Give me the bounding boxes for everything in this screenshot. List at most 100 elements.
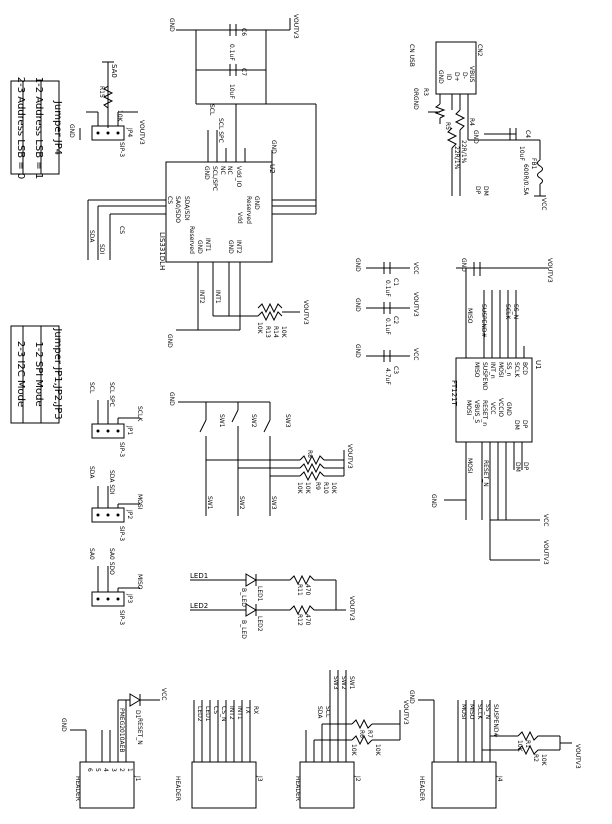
- u1-pin-gnd: GND: [505, 402, 512, 416]
- u1-chip: VOUTV3 GND MISO SUSPEND# SCLK SS_N BCD S…: [430, 258, 553, 565]
- u2-spc-net: SCL SPC: [217, 118, 224, 143]
- r5-val: 22R/1%: [453, 146, 460, 170]
- u2-pin-gnd-b1: GND: [196, 240, 203, 254]
- u1-vcc-bottom: VCC: [542, 514, 549, 526]
- c3-val: 4.7uF: [384, 368, 391, 385]
- u2-pin-sda: SDA/SDI: [183, 196, 190, 221]
- j3-cs: CS: [212, 706, 219, 714]
- r8-val: 10K: [296, 482, 303, 495]
- j2-scl: SCL: [324, 706, 331, 718]
- j1-reset: RESET_N: [136, 718, 143, 745]
- u2-pin-gnd-b2: GND: [227, 240, 234, 254]
- fb1-ref: FB1: [530, 158, 537, 170]
- c7-ref: C7: [240, 68, 247, 76]
- c7-val: 10uF: [228, 84, 235, 99]
- jp1-sclk: SCLK: [136, 406, 143, 422]
- r10-ref: R10: [322, 482, 329, 494]
- led1-lbl: B_LED: [240, 588, 247, 607]
- u1-pin-vcc: VCC: [489, 402, 496, 414]
- c3-gnd: GND: [354, 344, 361, 358]
- u1-pin-suspend: SUSPEND: [481, 362, 488, 391]
- j4-vout: VOUTV3: [574, 744, 581, 769]
- cn2-pin-dm: D-: [461, 72, 468, 79]
- u1-miso-net: MISO: [466, 308, 473, 324]
- r1314-vout: VOUTV3: [302, 300, 309, 325]
- j2-sw3: SW3: [332, 676, 339, 690]
- fb1-val: 600R/0.5A: [522, 164, 529, 196]
- r5-ref: R5: [444, 122, 451, 130]
- u1-pin-dp: DP: [521, 420, 528, 429]
- u2-pin-nc2: NC: [219, 166, 226, 175]
- u1-pin-resetn: RESET_n: [481, 400, 488, 426]
- c4-gnd: GND: [472, 130, 479, 144]
- u2-pin-int2: INT2: [235, 240, 242, 254]
- jp3-circuit: SA0 SA0 SDO MISO JP3 SIP-3: [88, 548, 143, 625]
- u1-ref: U1: [534, 360, 542, 370]
- switches: GND SW1 SW2 SW3 VOUTV3 R8 10K R9 10K R10…: [168, 392, 353, 516]
- j4-part: HEADER: [418, 776, 425, 801]
- r12-ref: R12: [296, 614, 303, 626]
- u2-sdi-net: SDI: [98, 244, 105, 254]
- c3-vcc: VCC: [412, 348, 419, 360]
- u2-pin-gnd-r: GND: [253, 196, 260, 210]
- jp2-sig: SDA SDI: [108, 470, 115, 495]
- jp123-table-title: Jumper JP1,JP2,JP3: [52, 327, 63, 419]
- r15-ref: R15: [98, 86, 105, 98]
- r4-ref: R4: [468, 118, 475, 126]
- u1-pin-vbus: VBUS_S: [473, 400, 480, 423]
- jp4-part: SIP-3: [118, 142, 125, 157]
- sw-gnd: GND: [168, 392, 175, 406]
- u1-vout-bottom: VOUTV3: [542, 540, 549, 565]
- r11-ref: R11: [296, 584, 303, 596]
- led2-ref: LED2: [256, 616, 263, 632]
- r1-val: 10K: [516, 740, 523, 753]
- sw3-net: SW3: [270, 496, 277, 510]
- j2-sda: SDA: [316, 706, 323, 719]
- j1-n5: 5: [94, 768, 101, 772]
- sw1-ref: SW1: [218, 414, 225, 428]
- j2-vout: VOUTV3: [402, 700, 409, 725]
- u2-pin-nc1: NC: [226, 166, 233, 175]
- r6-ref: R6: [358, 730, 365, 738]
- r2-ref: R2: [532, 754, 539, 762]
- cn2-usb: CN2 CN USB VBUS D- D+ ID GND R3 0R GND R…: [408, 41, 547, 210]
- c6-val: 0.1uF: [228, 44, 235, 61]
- u2-int2-net: INT2: [198, 290, 205, 304]
- j3-tx: TX: [244, 705, 251, 714]
- u2-pin-gnd-top: GND: [203, 166, 210, 180]
- j2-header: J2 HEADER SW1 SW2 SW3 SCL SDA R6 10K R7 …: [294, 670, 409, 809]
- j1-n4: 4: [102, 768, 109, 772]
- jp123-table-row1: 1-2 SPI Mode: [33, 341, 44, 406]
- j1-header: J1 HEADER 1 2 3 4 5 6 GND RESET_N D1 PME…: [60, 688, 167, 809]
- r14-ref: R14: [272, 326, 279, 338]
- jp4-gnd: GND: [68, 124, 75, 138]
- jp3-sa0: SA0: [88, 548, 95, 560]
- c1-ref: C1: [392, 278, 399, 286]
- cn2-ref: CN2: [476, 44, 483, 57]
- jp1-sig: SCL SPC: [108, 382, 115, 407]
- r6-val: 10K: [350, 744, 357, 757]
- j1-ref: J1: [134, 775, 141, 782]
- led-vout: VOUTV3: [348, 596, 355, 621]
- jp2-sda: SDA: [88, 466, 95, 479]
- sw-vout: VOUTV3: [346, 444, 353, 469]
- j4-suspend: SUSPEND#: [492, 704, 499, 738]
- top-decoupling: GND VOUTV3 C6 0.1uF C7 10uF: [168, 14, 299, 162]
- j3-rx: RX: [252, 706, 259, 714]
- led1-ref: LED1: [256, 586, 263, 602]
- sw2-net: SW2: [238, 496, 245, 510]
- u2-ref: U2: [268, 164, 276, 174]
- j3-header: J3 HEADER RX TX INT1 INT2 CS_N CS LED1 L…: [174, 700, 263, 809]
- u1-pin-dm: DM: [513, 420, 520, 430]
- jp3-part: SIP-3: [118, 610, 125, 625]
- cn2-gnd: GND: [412, 96, 419, 110]
- u2-pin-vddio: Vdd_IO: [235, 166, 242, 187]
- jp4-vout: VOUTV3: [138, 120, 145, 145]
- j2-ref: J2: [354, 775, 361, 782]
- jp4-table-row2: 2-3 Address LSB = 0: [15, 77, 26, 179]
- r13-ref: R13: [264, 326, 271, 338]
- c1-gnd: GND: [354, 258, 361, 272]
- jumper-jp4-table: Jumper JP4 1-2 Address LSB = 1 2-3 Addre…: [10, 77, 63, 179]
- u1-dm-bottom: DM: [514, 462, 521, 472]
